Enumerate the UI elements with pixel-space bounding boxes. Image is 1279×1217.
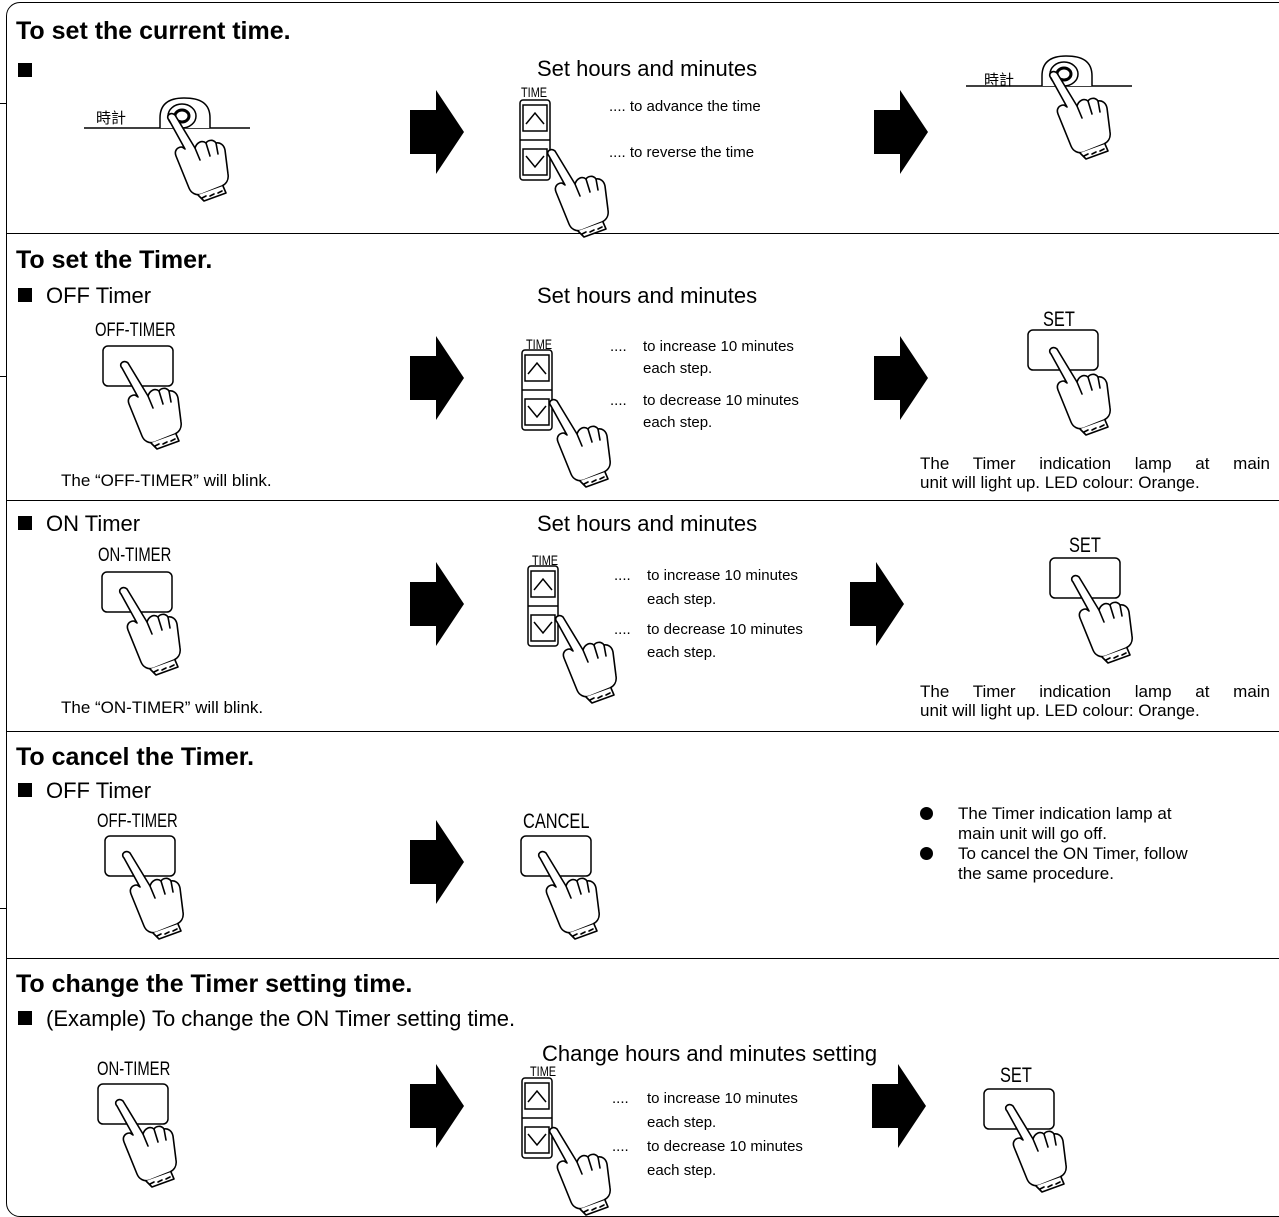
clock-label: 時計 — [96, 110, 127, 127]
right-arrow-icon — [850, 562, 904, 646]
reverse-time-text: .... to reverse the time — [609, 144, 755, 161]
decrease-text: to decrease 10 minutes — [647, 1138, 803, 1155]
bullet-item: To cancel the ON Timer, follow — [920, 844, 1270, 864]
off-timer-heading: OFF Timer — [18, 283, 151, 309]
time-button[interactable] — [521, 349, 632, 488]
off-timer-blink-caption: The “OFF-TIMER” will blink. — [61, 471, 272, 490]
divider — [6, 731, 1279, 732]
right-arrow-icon — [874, 90, 928, 174]
lamp-note-line1: The Timer indication lamp at main — [920, 454, 1270, 473]
decrease-dots: .... — [614, 621, 631, 638]
cancel-notes: The Timer indication lamp at main unit w… — [920, 804, 1270, 884]
increase-text: to increase 10 minutes — [647, 567, 798, 584]
clock-label: 時計 — [984, 72, 1015, 89]
right-arrow-icon — [872, 1064, 926, 1148]
increase-dots: .... — [612, 1090, 629, 1107]
increase-dots: .... — [610, 338, 627, 355]
cancel-button[interactable] — [520, 835, 641, 946]
time-button[interactable] — [519, 99, 630, 238]
off-timer-button[interactable] — [102, 345, 223, 456]
decrease-text-2: each step. — [643, 414, 713, 431]
time-label: TIME — [530, 1063, 557, 1079]
section-title-set-timer: To set the Timer. — [16, 246, 213, 274]
change-example-heading: (Example) To change the ON Timer setting… — [18, 1006, 515, 1032]
set-button[interactable] — [1049, 557, 1170, 678]
off-timer-button[interactable] — [104, 835, 225, 946]
on-timer-button[interactable] — [101, 571, 222, 682]
decrease-text-2: each step. — [647, 1162, 717, 1179]
set-button[interactable] — [1027, 329, 1148, 450]
lamp-note-line2: unit will light up. LED colour: Orange. — [920, 701, 1200, 720]
set-hours-label: Set hours and minutes — [537, 511, 758, 536]
decrease-text: to decrease 10 minutes — [647, 621, 803, 638]
bullet-item-cont: the same procedure. — [958, 864, 1114, 883]
edge-tick — [0, 103, 6, 104]
section-title-change-timer: To change the Timer setting time. — [16, 970, 413, 998]
time-label: TIME — [526, 336, 553, 352]
cancel-off-timer-heading: OFF Timer — [18, 778, 151, 804]
right-arrow-icon — [410, 820, 464, 904]
section-title-current-time: To set the current time. — [16, 17, 291, 45]
increase-text: to increase 10 minutes — [643, 338, 794, 355]
set-button-label: SET — [1043, 308, 1075, 331]
increase-dots: .... — [614, 567, 631, 584]
increase-text-2: each step. — [643, 360, 713, 377]
right-arrow-icon — [410, 336, 464, 420]
on-timer-button-label: ON-TIMER — [97, 1059, 171, 1080]
on-timer-heading: ON Timer — [18, 511, 140, 537]
on-timer-button[interactable] — [97, 1083, 218, 1194]
time-label: TIME — [532, 552, 559, 568]
clock-button-press-start[interactable] — [82, 96, 260, 218]
decrease-text-2: each step. — [647, 644, 717, 661]
cancel-button-label: CANCEL — [523, 810, 590, 833]
time-label: TIME — [521, 84, 548, 100]
set-hours-label: Set hours and minutes — [537, 283, 758, 308]
increase-text-2: each step. — [647, 591, 717, 608]
bullet-square — [18, 63, 32, 77]
decrease-text: to decrease 10 minutes — [643, 392, 799, 409]
divider — [6, 500, 1279, 501]
right-arrow-icon — [410, 1064, 464, 1148]
lamp-note-line1: The Timer indication lamp at main — [920, 682, 1270, 701]
on-timer-button-label: ON-TIMER — [98, 545, 172, 566]
bullet-item-cont: main unit will go off. — [958, 824, 1107, 843]
clock-button-press-end[interactable] — [964, 54, 1142, 196]
decrease-dots: .... — [612, 1138, 629, 1155]
right-arrow-icon — [874, 336, 928, 420]
decrease-dots: .... — [610, 392, 627, 409]
increase-text: to increase 10 minutes — [647, 1090, 798, 1107]
off-timer-button-label: OFF-TIMER — [97, 811, 178, 832]
edge-tick — [0, 908, 6, 909]
increase-text-2: each step. — [647, 1114, 717, 1131]
divider — [6, 958, 1279, 959]
advance-time-text: .... to advance the time — [609, 98, 761, 115]
set-hours-label: Set hours and minutes — [537, 56, 758, 81]
off-timer-button-label: OFF-TIMER — [95, 320, 176, 341]
set-button-label: SET — [1069, 534, 1101, 557]
edge-tick — [0, 376, 6, 377]
set-button[interactable] — [983, 1088, 1104, 1199]
bullet-item: The Timer indication lamp at — [920, 804, 1270, 824]
right-arrow-icon — [410, 562, 464, 646]
set-button-label: SET — [1000, 1064, 1032, 1087]
change-hours-label: Change hours and minutes setting — [542, 1041, 878, 1066]
lamp-note-line2: unit will light up. LED colour: Orange. — [920, 473, 1200, 492]
on-timer-blink-caption: The “ON-TIMER” will blink. — [61, 698, 264, 717]
section-title-cancel-timer: To cancel the Timer. — [16, 743, 255, 771]
right-arrow-icon — [410, 90, 464, 174]
divider — [6, 233, 1279, 234]
